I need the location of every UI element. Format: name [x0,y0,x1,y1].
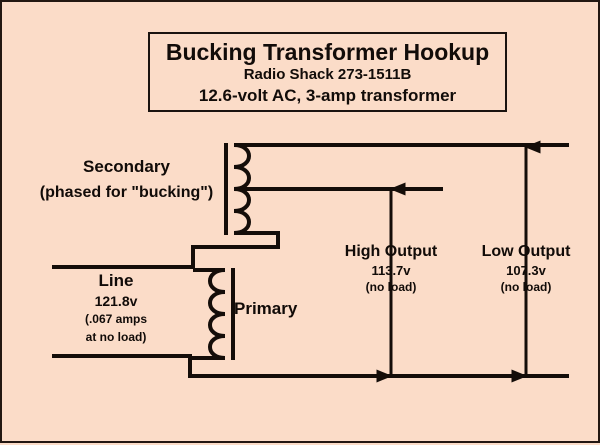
transformer-spec: 12.6-volt AC, 3-amp transformer [198,86,457,105]
high-output-value: 113.7v [371,263,411,278]
wire-line-bottom [52,354,569,378]
low-output-label: Low Output 107.3v (no load) [464,241,588,295]
high-output-note: (no load) [365,280,417,294]
secondary-label-line2: (phased for "bucking") [39,184,214,201]
wire-secondary-bottom-to-primary [52,231,280,269]
primary-label: Primary [234,299,298,318]
line-input-label: Line 121.8v (.067 amps at no load) [52,270,180,346]
diagram-title: Bucking Transformer Hookup [165,39,490,65]
part-number: Radio Shack 273-1511B [243,66,412,83]
line-label-title: Line [98,271,134,290]
line-current: (.067 amps [84,312,148,326]
primary-coil-loops [208,268,226,360]
high-output-title: High Output [344,243,438,260]
low-output-title: Low Output [481,243,571,260]
line-voltage: 121.8v [94,293,138,309]
title-box: Bucking Transformer Hookup Radio Shack 2… [148,32,507,112]
secondary-label-line1: Secondary [83,157,170,176]
secondary-label: Secondary (phased for "bucking") [24,154,229,206]
high-output-label: High Output 113.7v (no load) [327,241,455,295]
low-output-note: (no load) [500,280,552,294]
line-current-cont: at no load) [85,330,147,344]
low-output-value: 107.3v [506,263,546,278]
